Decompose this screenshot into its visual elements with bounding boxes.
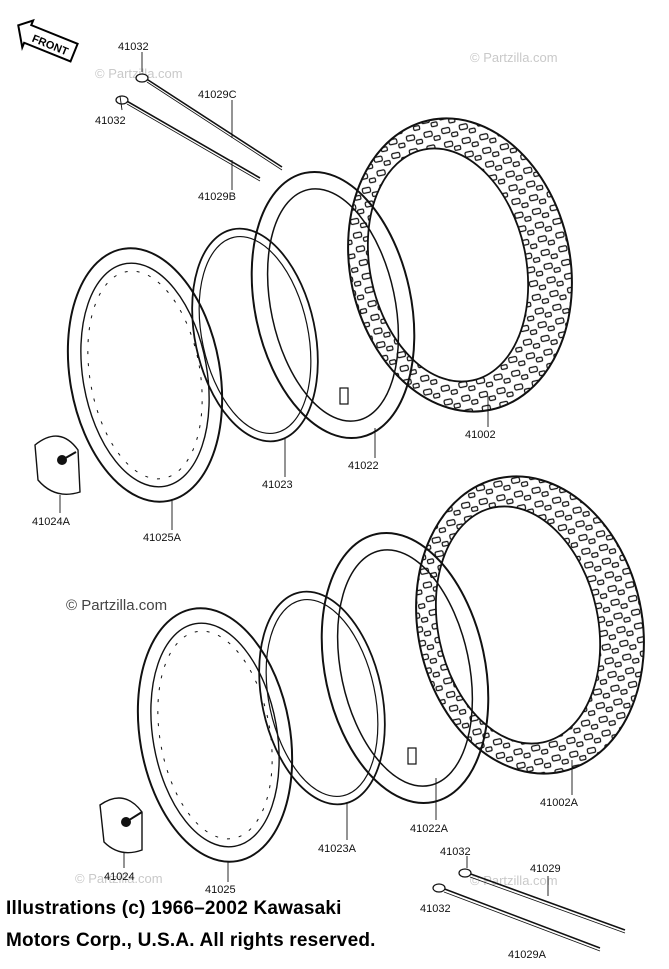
label-41025A: 41025A [143, 532, 182, 544]
label-41029C: 41029C [198, 89, 237, 101]
tire-41002A [415, 475, 645, 775]
watermark: © Partzilla.com [470, 50, 558, 65]
label-41022: 41022 [348, 460, 379, 472]
label-41029A: 41029A [508, 949, 547, 961]
label-41023A: 41023A [318, 843, 357, 855]
label-41025: 41025 [205, 884, 236, 896]
watermark: © Partzilla.com [75, 871, 163, 886]
copyright-line-1: Illustrations (c) 1966–2002 Kawasaki [6, 898, 342, 919]
watermark: © Partzilla.com [95, 66, 183, 81]
spoke-41029C [135, 73, 283, 171]
rim-lock-41024A [34, 435, 81, 495]
label-41024A: 41024A [32, 516, 71, 528]
watermark: © Partzilla.com [66, 597, 167, 614]
leader-lines [59, 52, 573, 896]
label-41023: 41023 [262, 479, 293, 491]
spoke-41029A [432, 883, 601, 952]
label-41029B: 41029B [198, 191, 236, 203]
rim-band-41023A [258, 590, 386, 806]
rim-lock-41024 [99, 797, 143, 854]
label-41032: 41032 [118, 41, 149, 53]
spoke-41029 [458, 868, 626, 934]
rim-band-41023 [191, 227, 319, 443]
front-arrow-badge: FRONT [17, 18, 79, 63]
label-41032: 41032 [420, 903, 451, 915]
tire-41002 [347, 117, 573, 413]
tube-41022A [320, 531, 490, 805]
copyright-line-2: Motors Corp., U.S.A. All rights reserved… [6, 930, 376, 951]
tube-41022 [250, 170, 416, 440]
watermark: © Partzilla.com [470, 873, 558, 888]
label-41022A: 41022A [410, 823, 449, 835]
label-41002A: 41002A [540, 797, 579, 809]
label-41029: 41029 [530, 863, 561, 875]
label-41032: 41032 [95, 115, 126, 127]
rim-41025A [66, 247, 224, 503]
spoke-41029B [115, 95, 261, 182]
label-41032: 41032 [440, 846, 471, 858]
label-41002: 41002 [465, 429, 496, 441]
label-41024: 41024 [104, 871, 135, 883]
rim-41025 [136, 607, 294, 863]
